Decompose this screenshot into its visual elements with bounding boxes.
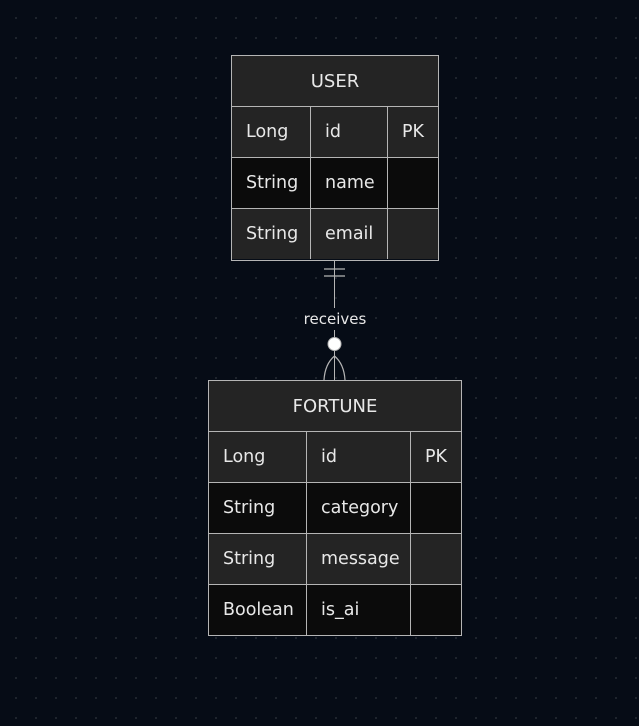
- attribute-key: [411, 483, 461, 533]
- zero-marker-circle: [327, 337, 342, 351]
- attribute-name: category: [307, 483, 411, 533]
- attribute-row: Long id PK: [209, 432, 461, 483]
- attribute-row: String message: [209, 534, 461, 585]
- entity-title: USER: [232, 56, 438, 107]
- attribute-type: String: [209, 534, 307, 584]
- attribute-name: email: [311, 209, 388, 259]
- entity-fortune[interactable]: FORTUNE Long id PK String category Strin…: [208, 380, 462, 636]
- attribute-key: PK: [402, 122, 425, 142]
- attribute-name: name: [311, 158, 388, 208]
- attribute-type: String: [209, 483, 307, 533]
- relationship-label: receives: [302, 308, 368, 330]
- attribute-type: Long: [209, 432, 307, 482]
- attribute-type: String: [232, 209, 311, 259]
- attribute-key: [411, 585, 461, 635]
- crowfoot-right: [334, 355, 346, 381]
- attribute-name: id: [311, 107, 388, 157]
- entity-user[interactable]: USER Long id PK String name String email: [231, 55, 439, 261]
- attribute-type: Long: [232, 107, 311, 157]
- attribute-name: is_ai: [307, 585, 411, 635]
- attribute-name: message: [307, 534, 411, 584]
- attribute-type: Boolean: [209, 585, 307, 635]
- attribute-type: String: [232, 158, 311, 208]
- attribute-row: Boolean is_ai: [209, 585, 461, 635]
- attribute-row: String name: [232, 158, 438, 209]
- attribute-row: String category: [209, 483, 461, 534]
- attribute-row: Long id PK: [232, 107, 438, 158]
- attribute-key: [411, 534, 461, 584]
- attribute-key: PK: [425, 447, 448, 467]
- entity-title: FORTUNE: [209, 381, 461, 432]
- attribute-key: [388, 209, 438, 259]
- crowfoot-left: [323, 355, 335, 381]
- attribute-key: [388, 158, 438, 208]
- attribute-name: id: [307, 432, 411, 482]
- attribute-row: String email: [232, 209, 438, 259]
